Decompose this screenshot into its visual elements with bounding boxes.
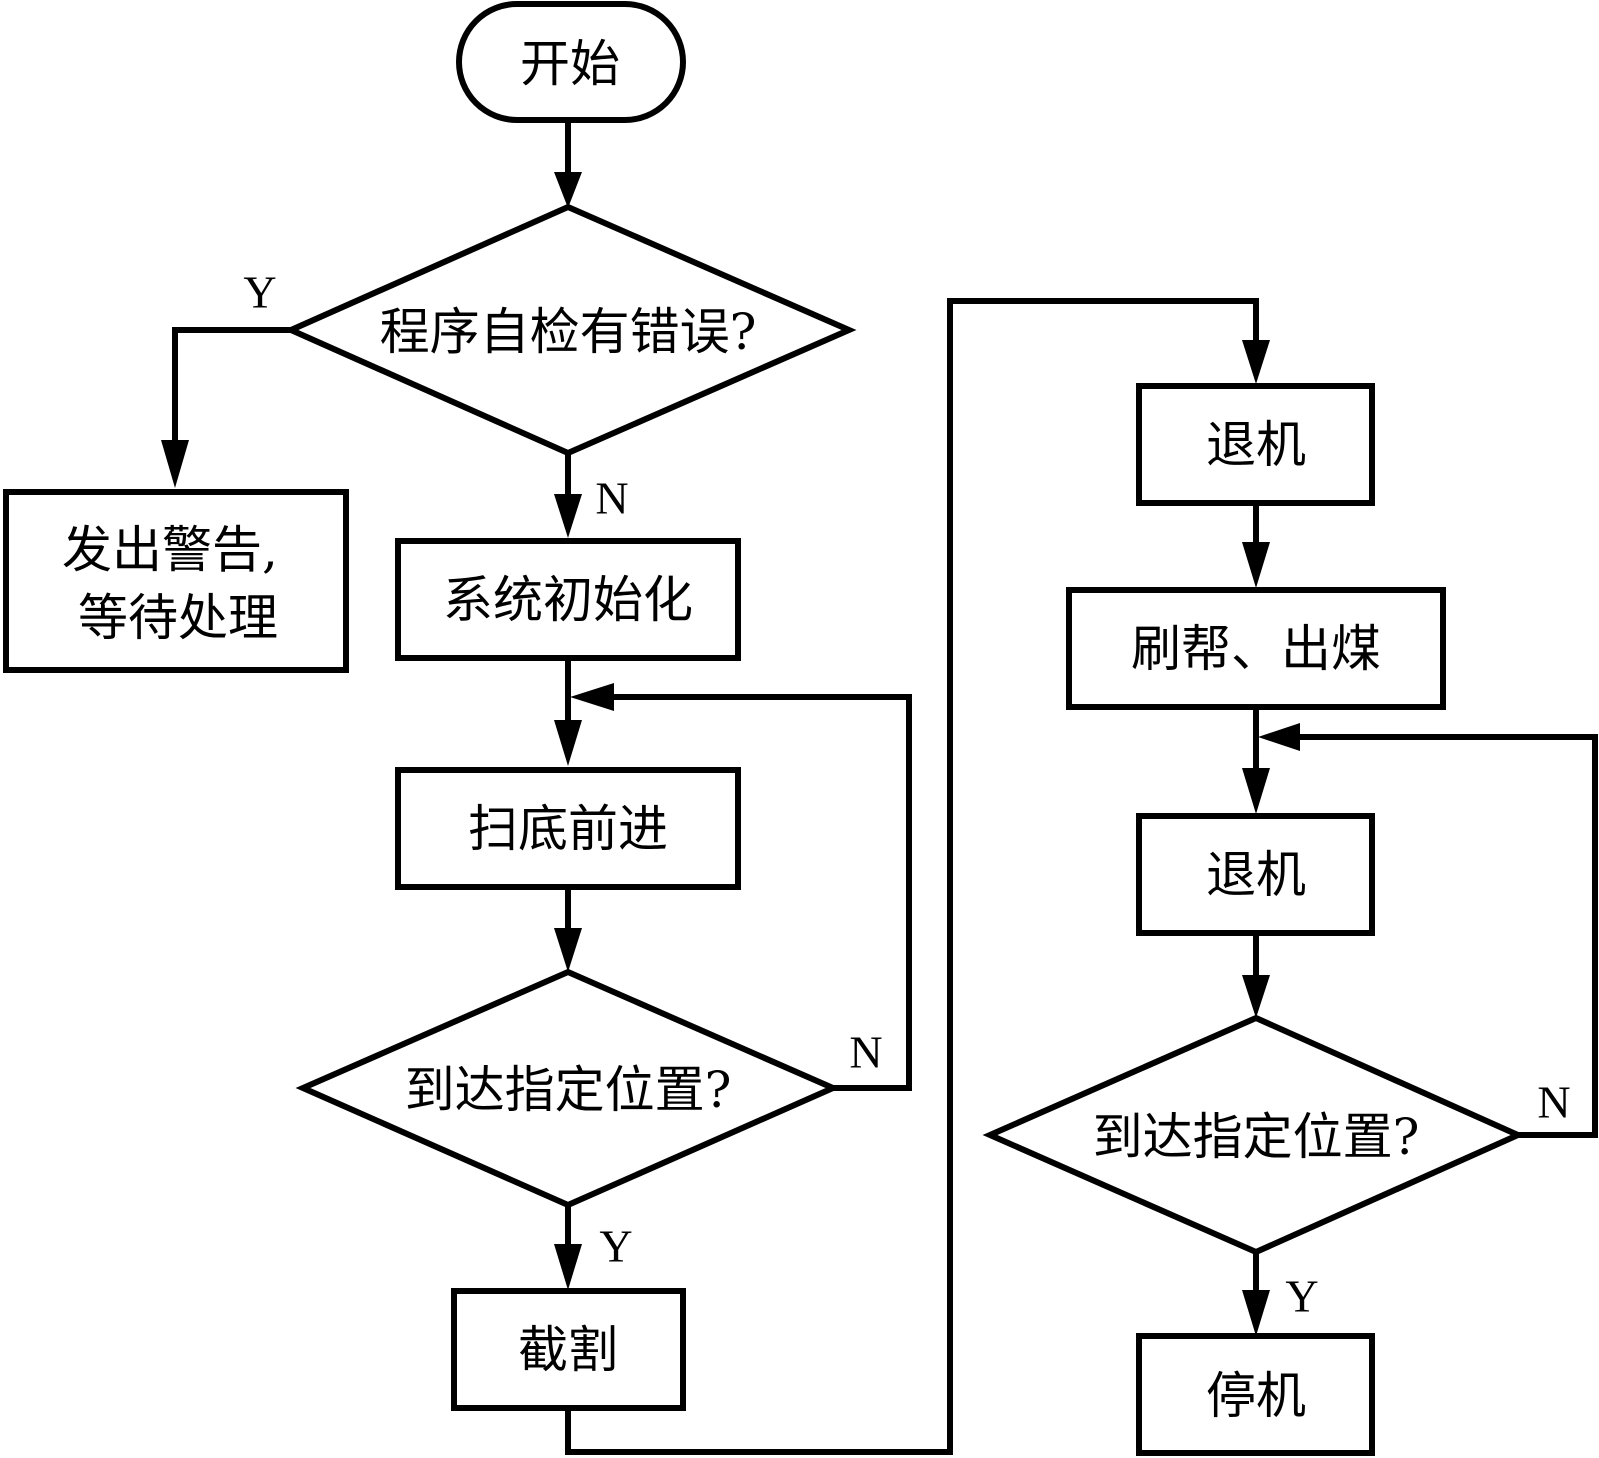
self-check-yes-label: Y <box>243 267 276 318</box>
arrow-head <box>1242 340 1270 384</box>
arrow-head <box>554 494 582 538</box>
cut-process <box>451 1288 686 1411</box>
cut-label: 截割 <box>518 1321 618 1379</box>
arrow-head <box>554 720 582 766</box>
init-process <box>395 538 741 661</box>
arrow-head <box>1258 723 1300 751</box>
reach1-no-label: N <box>849 1027 882 1078</box>
self-check-no-label: N <box>595 473 628 524</box>
reach2-no-label: N <box>1537 1077 1570 1128</box>
retreat-process-2 <box>1136 813 1375 936</box>
reach-position-decision-2 <box>982 1014 1526 1256</box>
retreat-label-1: 退机 <box>1206 416 1306 474</box>
arrow-head <box>1242 542 1270 588</box>
stop-process <box>1136 1333 1375 1456</box>
arrow-head <box>1242 975 1270 1018</box>
brush-coal-process <box>1066 587 1446 710</box>
warning-process <box>3 489 349 673</box>
retreat-process-1 <box>1136 383 1375 506</box>
edge-reach2-no-loop <box>1298 734 1598 1138</box>
arrow-head <box>1242 1290 1270 1336</box>
warning-label-line2: 等待处理 <box>78 589 278 647</box>
edge-cut-to-retreat1 <box>565 298 1259 1455</box>
reach-position-label-2: 到达指定位置? <box>1093 1108 1420 1166</box>
arrow-head <box>161 440 189 488</box>
advance-label: 扫底前进 <box>468 800 668 858</box>
arrow-head <box>570 683 614 711</box>
edge-reach1-no-loop <box>612 694 912 1091</box>
reach-position-label-1: 到达指定位置? <box>405 1061 732 1119</box>
arrow-head <box>554 1244 582 1290</box>
self-check-decision <box>283 203 857 457</box>
brush-coal-label: 刷帮、出煤 <box>1131 620 1381 678</box>
reach-position-decision-1 <box>295 968 841 1209</box>
init-label: 系统初始化 <box>443 571 693 629</box>
arrow-head <box>1242 768 1270 814</box>
retreat-label-2: 退机 <box>1206 846 1306 904</box>
start-label: 开始 <box>520 35 620 93</box>
edge-selfcheck-yes <box>172 327 291 440</box>
arrow-head <box>554 172 582 208</box>
advance-process <box>395 767 741 890</box>
arrow-head <box>554 928 582 972</box>
reach2-yes-label: Y <box>1285 1271 1318 1322</box>
start-terminator <box>456 1 686 123</box>
reach1-yes-label: Y <box>599 1221 632 1272</box>
warning-label-line1: 发出警告, <box>62 521 278 579</box>
self-check-label: 程序自检有错误? <box>380 303 757 361</box>
stop-label: 停机 <box>1206 1367 1306 1425</box>
